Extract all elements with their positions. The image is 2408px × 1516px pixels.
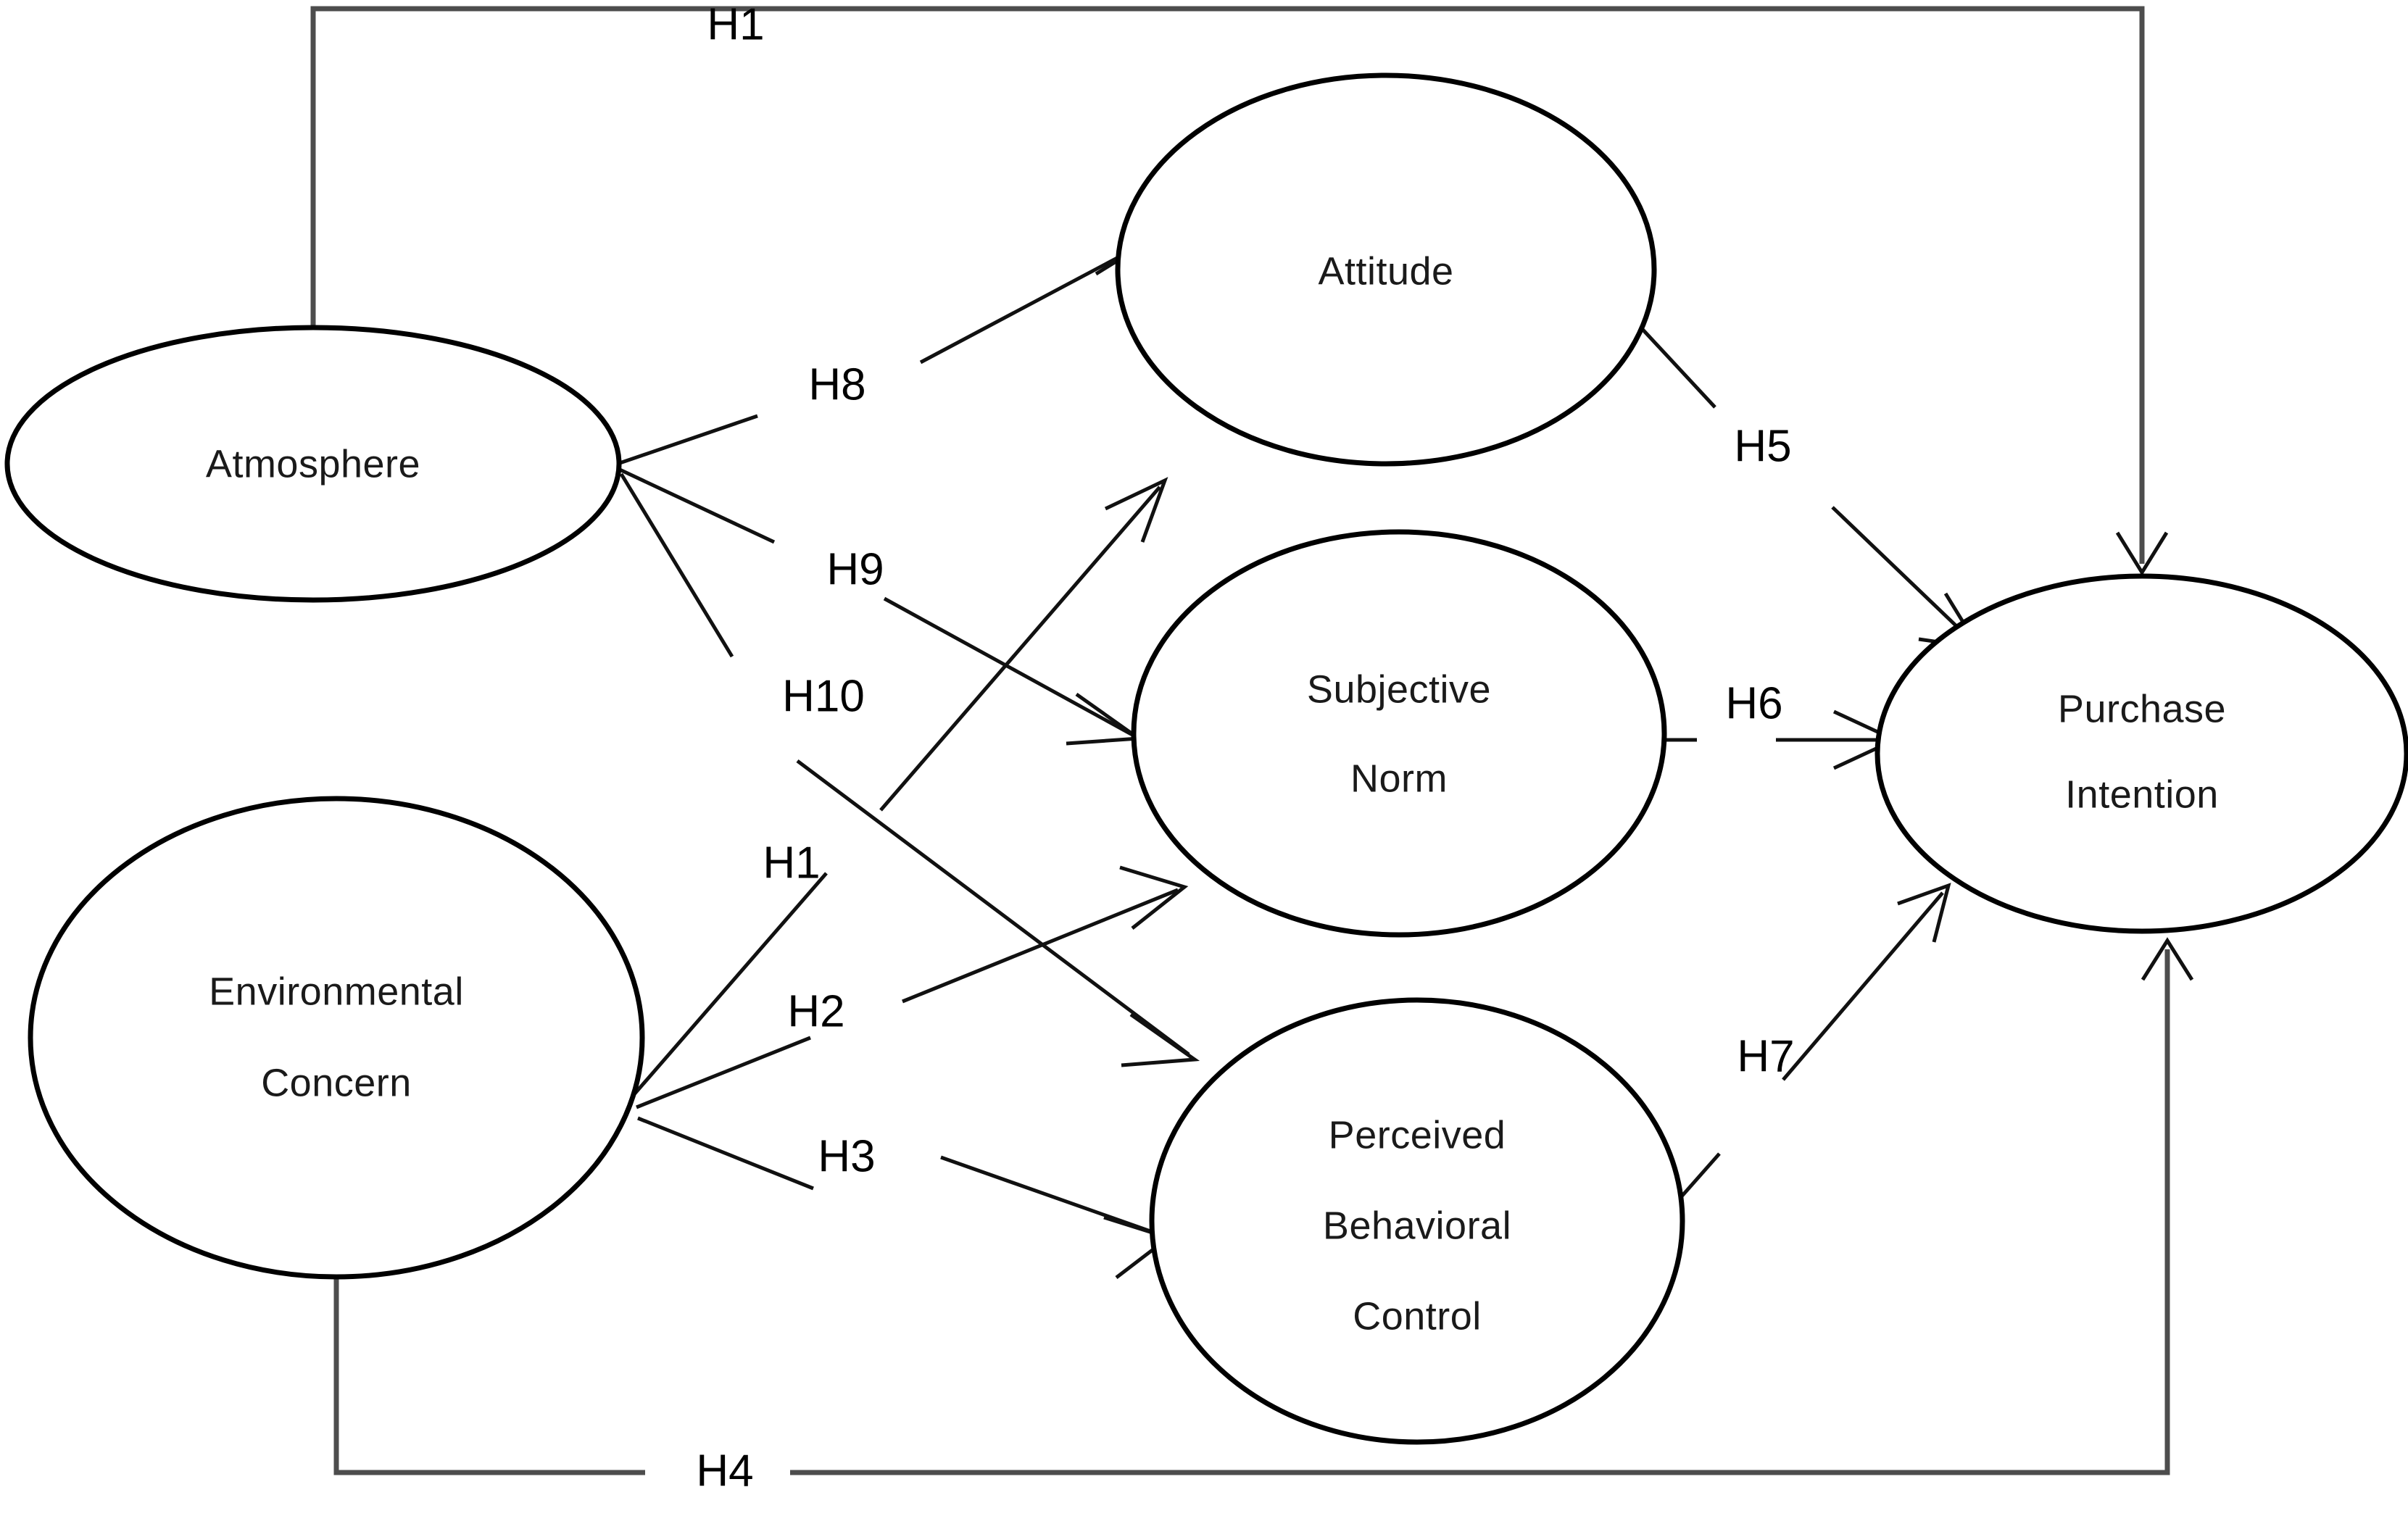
hypothesis-label-h9: H9 <box>826 544 884 594</box>
edge-h8 <box>617 232 1160 466</box>
edge-h1-ec <box>633 477 1168 1096</box>
edge-h7 <box>1663 883 1951 1217</box>
hypothesis-label-h10: H10 <box>782 671 865 721</box>
node-environmental-concern-label-line2: Concern <box>261 1061 412 1104</box>
hypothesis-label-h4: H4 <box>696 1446 753 1496</box>
hypothesis-label-h1-environmental-concern: H1 <box>763 838 820 888</box>
node-purchase-intention-label-line2: Intention <box>2065 772 2219 816</box>
edge-h3 <box>637 1116 1173 1279</box>
node-attitude[interactable]: Attitude <box>1115 72 1657 467</box>
node-perceived-behavioral-control[interactable]: Perceived Behavioral Control <box>1149 997 1685 1445</box>
node-subjective-norm[interactable]: Subjective Norm <box>1131 529 1667 938</box>
edge-h5 <box>1637 323 1983 651</box>
node-environmental-concern-label-line1: Environmental <box>209 970 464 1013</box>
node-attitude-label: Attitude <box>1318 249 1453 293</box>
edge-h9 <box>618 467 1145 746</box>
hypothesis-label-h2: H2 <box>787 986 844 1036</box>
hypothesis-label-h3: H3 <box>818 1131 875 1181</box>
node-pbc-label-line2: Behavioral <box>1323 1204 1511 1247</box>
edge-h10 <box>619 472 1200 1067</box>
hypothesis-label-h8: H8 <box>808 359 865 409</box>
hypothesis-label-h1-top: H1 <box>707 0 764 49</box>
node-purchase-intention-label-line1: Purchase <box>2058 687 2226 730</box>
node-environmental-concern[interactable]: Environmental Concern <box>28 796 645 1280</box>
node-subjective-norm-label-line1: Subjective <box>1307 667 1491 711</box>
edge-h1-top <box>310 6 2169 576</box>
hypothesis-label-h6: H6 <box>1725 678 1782 728</box>
hypothesis-label-h5: H5 <box>1734 421 1791 471</box>
node-pbc-label-line1: Perceived <box>1329 1113 1506 1157</box>
node-purchase-intention[interactable]: Purchase Intention <box>1874 573 2408 934</box>
edge-h2 <box>636 865 1189 1109</box>
node-subjective-norm-label-line2: Norm <box>1350 757 1448 800</box>
node-atmosphere[interactable]: Atmosphere <box>4 325 622 603</box>
edge-h4 <box>333 937 2194 1475</box>
node-pbc-label-line3: Control <box>1353 1294 1482 1338</box>
node-atmosphere-label: Atmosphere <box>206 442 420 486</box>
hypothesis-label-h7: H7 <box>1737 1031 1794 1081</box>
